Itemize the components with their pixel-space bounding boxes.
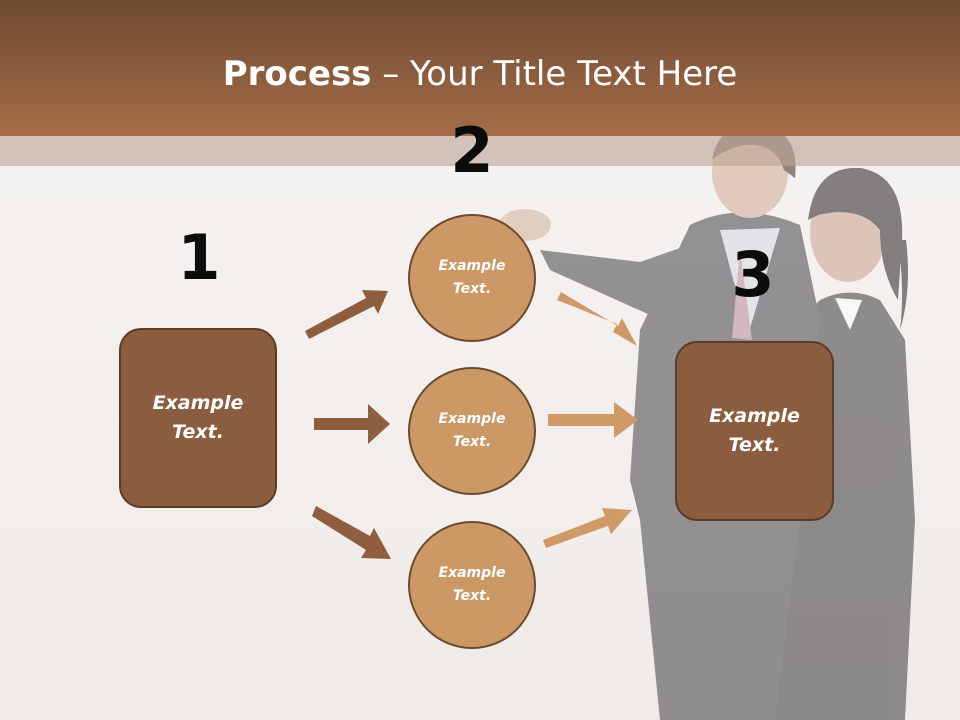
arrow-1-to-2-bottom xyxy=(312,506,391,559)
circle-text: Example Text. xyxy=(438,411,506,450)
title-bold: Process xyxy=(222,54,372,94)
step-2-circle-middle: Example Text. xyxy=(408,367,536,495)
step-2-circle-bottom: Example Text. xyxy=(408,521,536,649)
arrow-2-to-3-top xyxy=(557,292,637,346)
title-rest: – Your Title Text Here xyxy=(371,54,738,94)
step-1-text: Example Text. xyxy=(152,392,244,443)
step-3-text: Example Text. xyxy=(709,405,800,456)
title-header-bar xyxy=(0,0,960,136)
header-accent-band xyxy=(0,136,960,166)
slide-title: Process – Your Title Text Here xyxy=(0,52,960,96)
circle-text: Example Text. xyxy=(438,565,506,604)
step-number-2: 2 xyxy=(450,114,494,187)
arrow-1-to-2-top xyxy=(305,290,388,339)
step-number-3: 3 xyxy=(731,238,775,311)
arrow-2-to-3-bottom xyxy=(543,508,632,548)
circle-text: Example Text. xyxy=(438,258,506,297)
step-1-box: Example Text. xyxy=(119,328,277,508)
step-3-box: Example Text. xyxy=(675,341,834,521)
step-number-1: 1 xyxy=(177,221,221,294)
arrow-1-to-2-middle xyxy=(314,404,390,444)
step-2-circle-top: Example Text. xyxy=(408,214,536,342)
arrow-2-to-3-middle xyxy=(548,402,638,438)
